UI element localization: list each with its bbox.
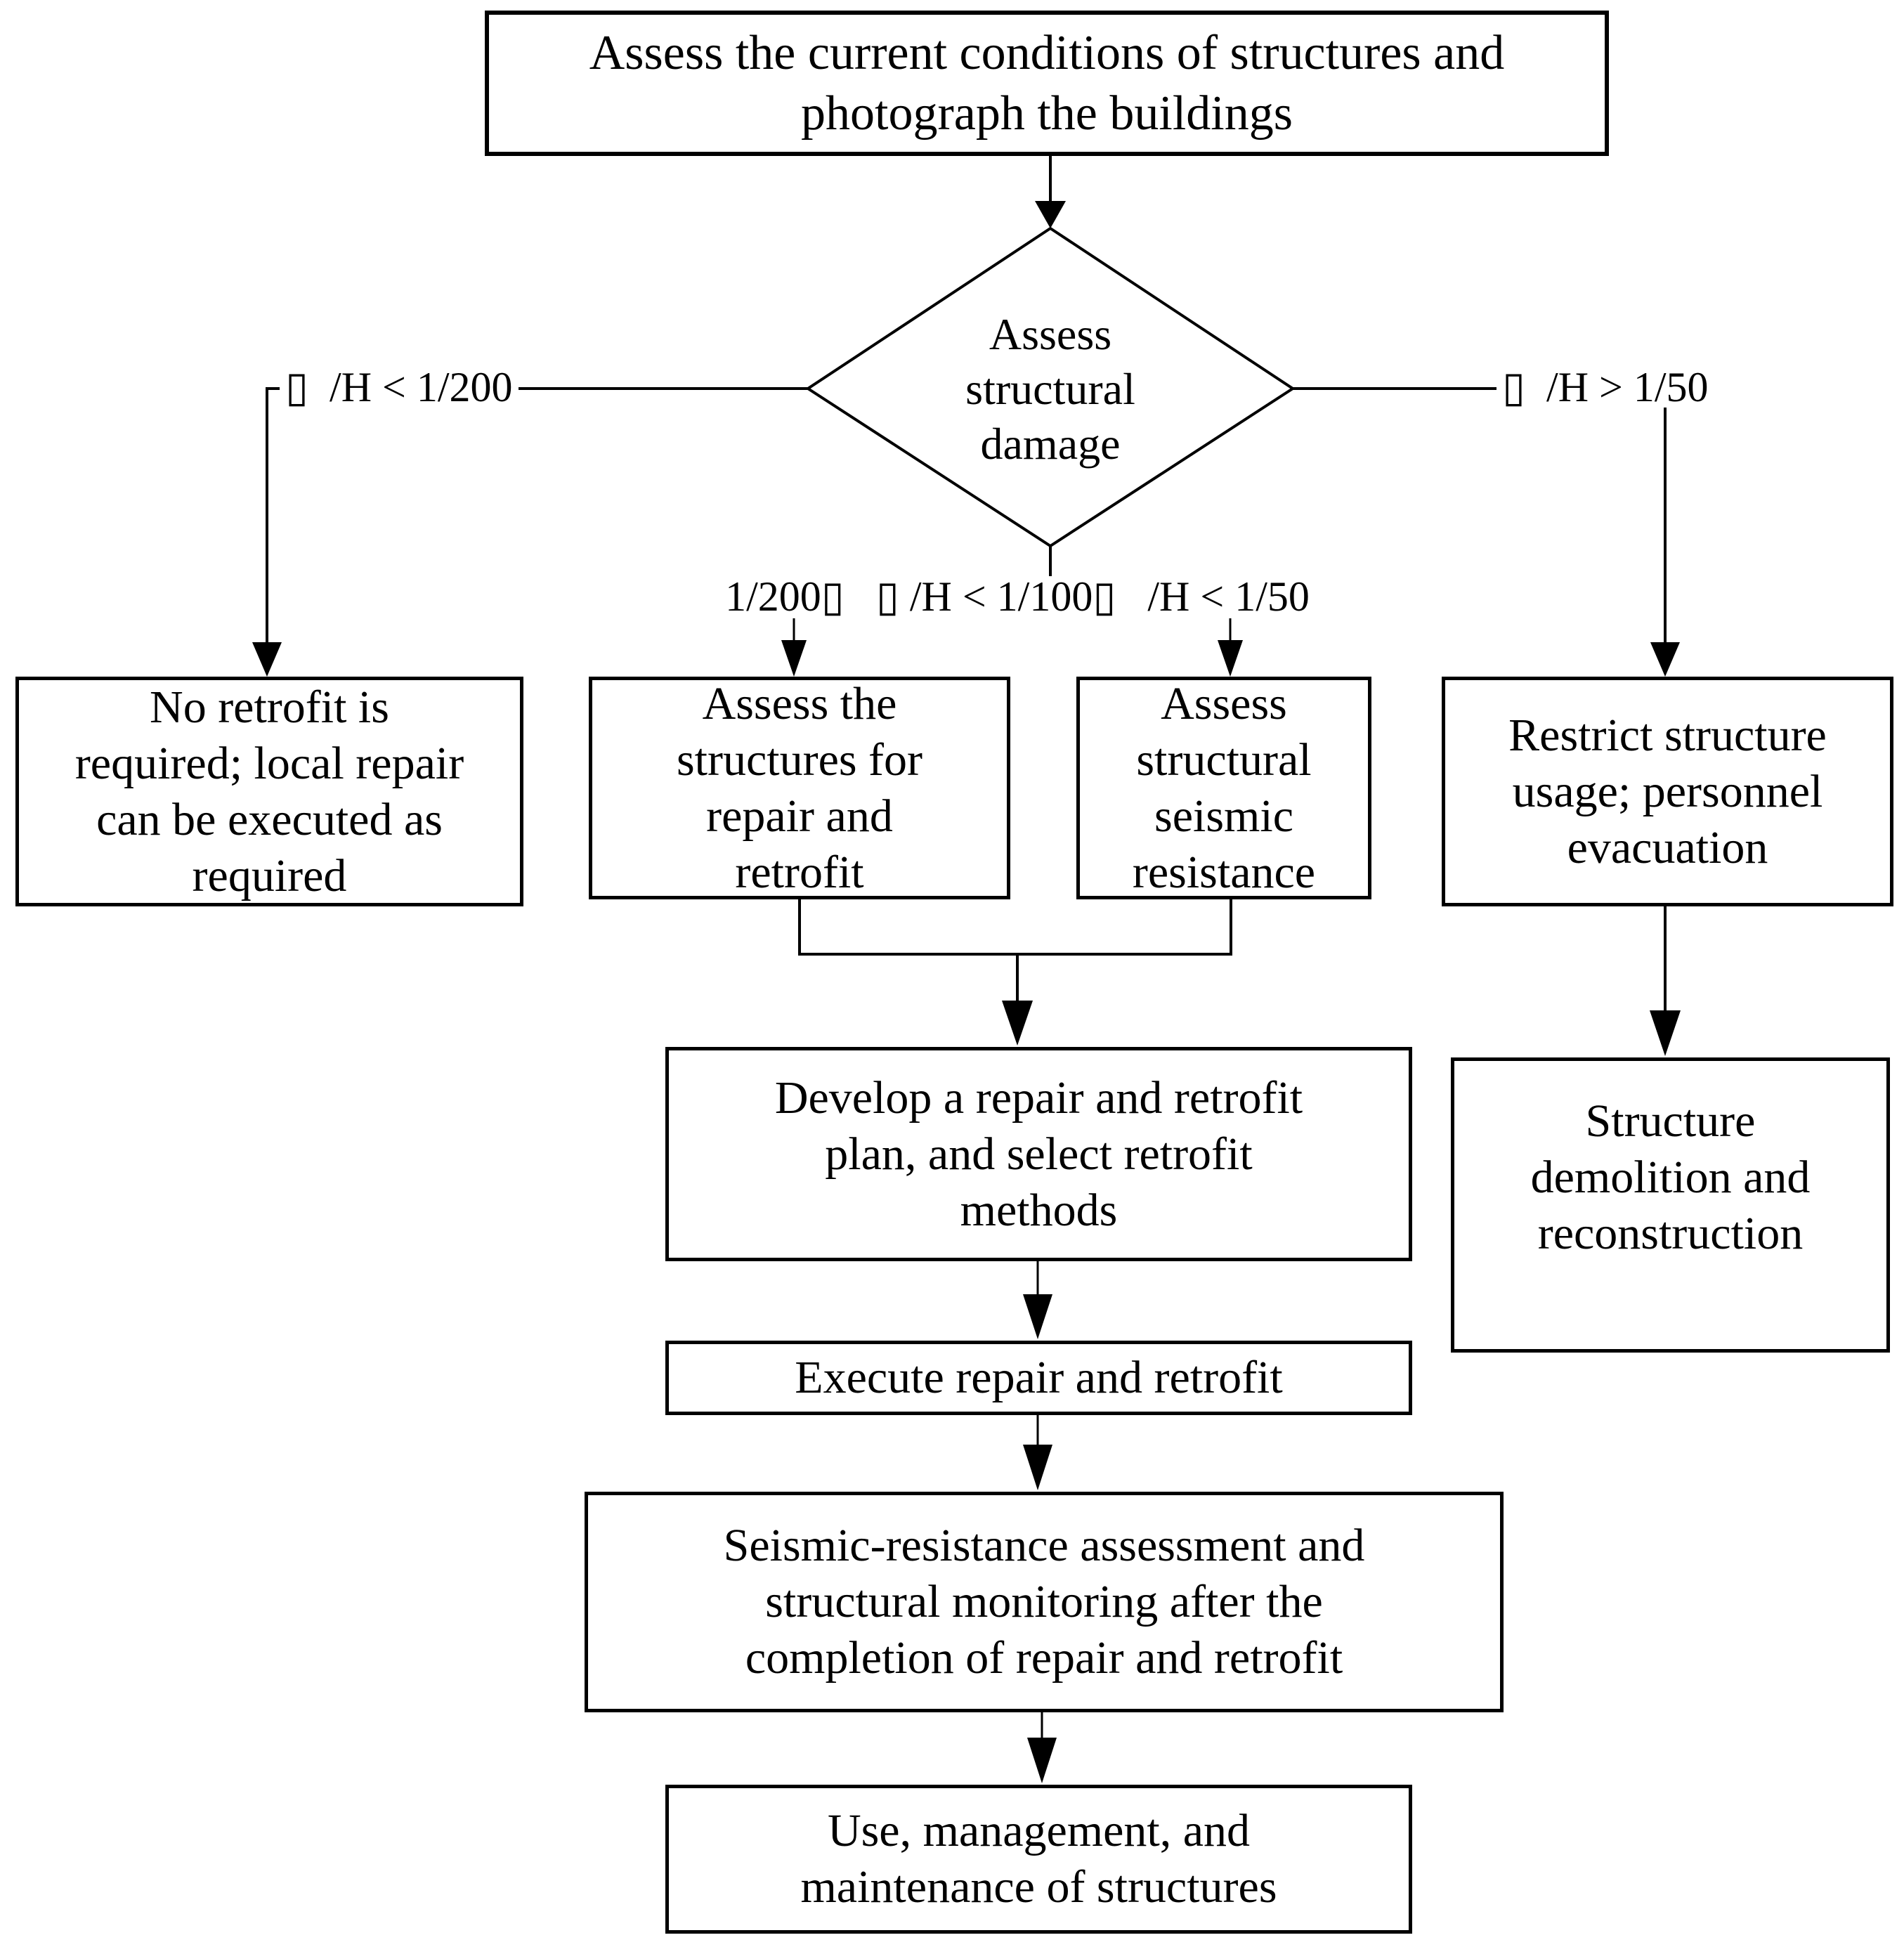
arrowhead-execute [1023, 1294, 1052, 1339]
node-label: Seismic-resistance assessment and struct… [723, 1520, 1365, 1684]
arrowhead-demolition [1650, 1010, 1681, 1056]
edge-label-drift-middle-range: 1/200▯ ▯ /H < 1/100▯ /H < 1/50 [719, 575, 1315, 618]
arrowhead-restrict-usage [1650, 642, 1680, 677]
arrowhead-develop-plan [1002, 1001, 1033, 1046]
edge-label-drift-gt-1-50: ▯ /H > 1/50 [1497, 366, 1714, 408]
node-monitoring: Seismic-resistance assessment and struct… [585, 1492, 1504, 1712]
node-label: Execute repair and retrofit [795, 1352, 1283, 1403]
node-assess-conditions: Assess the current conditions of structu… [485, 11, 1609, 156]
arrowhead-assess-repair [781, 640, 807, 677]
arrowhead-assess-seismic [1218, 640, 1243, 677]
arrowhead-monitoring [1023, 1445, 1052, 1490]
node-develop-plan: Develop a repair and retrofit plan, and … [665, 1047, 1412, 1261]
arrowhead-diamond [1035, 201, 1066, 228]
node-assess-repair: Assess the structures for repair and ret… [589, 677, 1010, 899]
node-label: Use, management, and maintenance of stru… [800, 1805, 1277, 1913]
node-no-retrofit: No retrofit is required; local repair ca… [15, 677, 523, 906]
node-label: Assess the structures for repair and ret… [676, 677, 923, 898]
node-label: Structure demolition and reconstruction [1530, 1095, 1811, 1259]
node-assess-damage-label: Assess structural damage [965, 309, 1135, 469]
node-execute: Execute repair and retrofit [665, 1341, 1412, 1415]
node-use-management: Use, management, and maintenance of stru… [665, 1785, 1412, 1934]
node-label: Assess structural seismic resistance [1132, 677, 1316, 898]
arrowhead-use-management [1027, 1738, 1057, 1783]
edge-label-drift-lt-1-200: ▯ /H < 1/200 [280, 366, 519, 408]
node-label: No retrofit is required; local repair ca… [74, 681, 464, 901]
node-demolition: Structure demolition and reconstruction [1451, 1057, 1890, 1353]
arrowhead-no-retrofit [252, 642, 282, 677]
node-label: Assess the current conditions of structu… [589, 25, 1505, 141]
node-restrict-usage: Restrict structure usage; personnel evac… [1442, 677, 1893, 906]
node-label: Develop a repair and retrofit plan, and … [774, 1072, 1303, 1236]
node-assess-seismic: Assess structural seismic resistance [1076, 677, 1371, 899]
node-label: Restrict structure usage; personnel evac… [1508, 709, 1827, 873]
